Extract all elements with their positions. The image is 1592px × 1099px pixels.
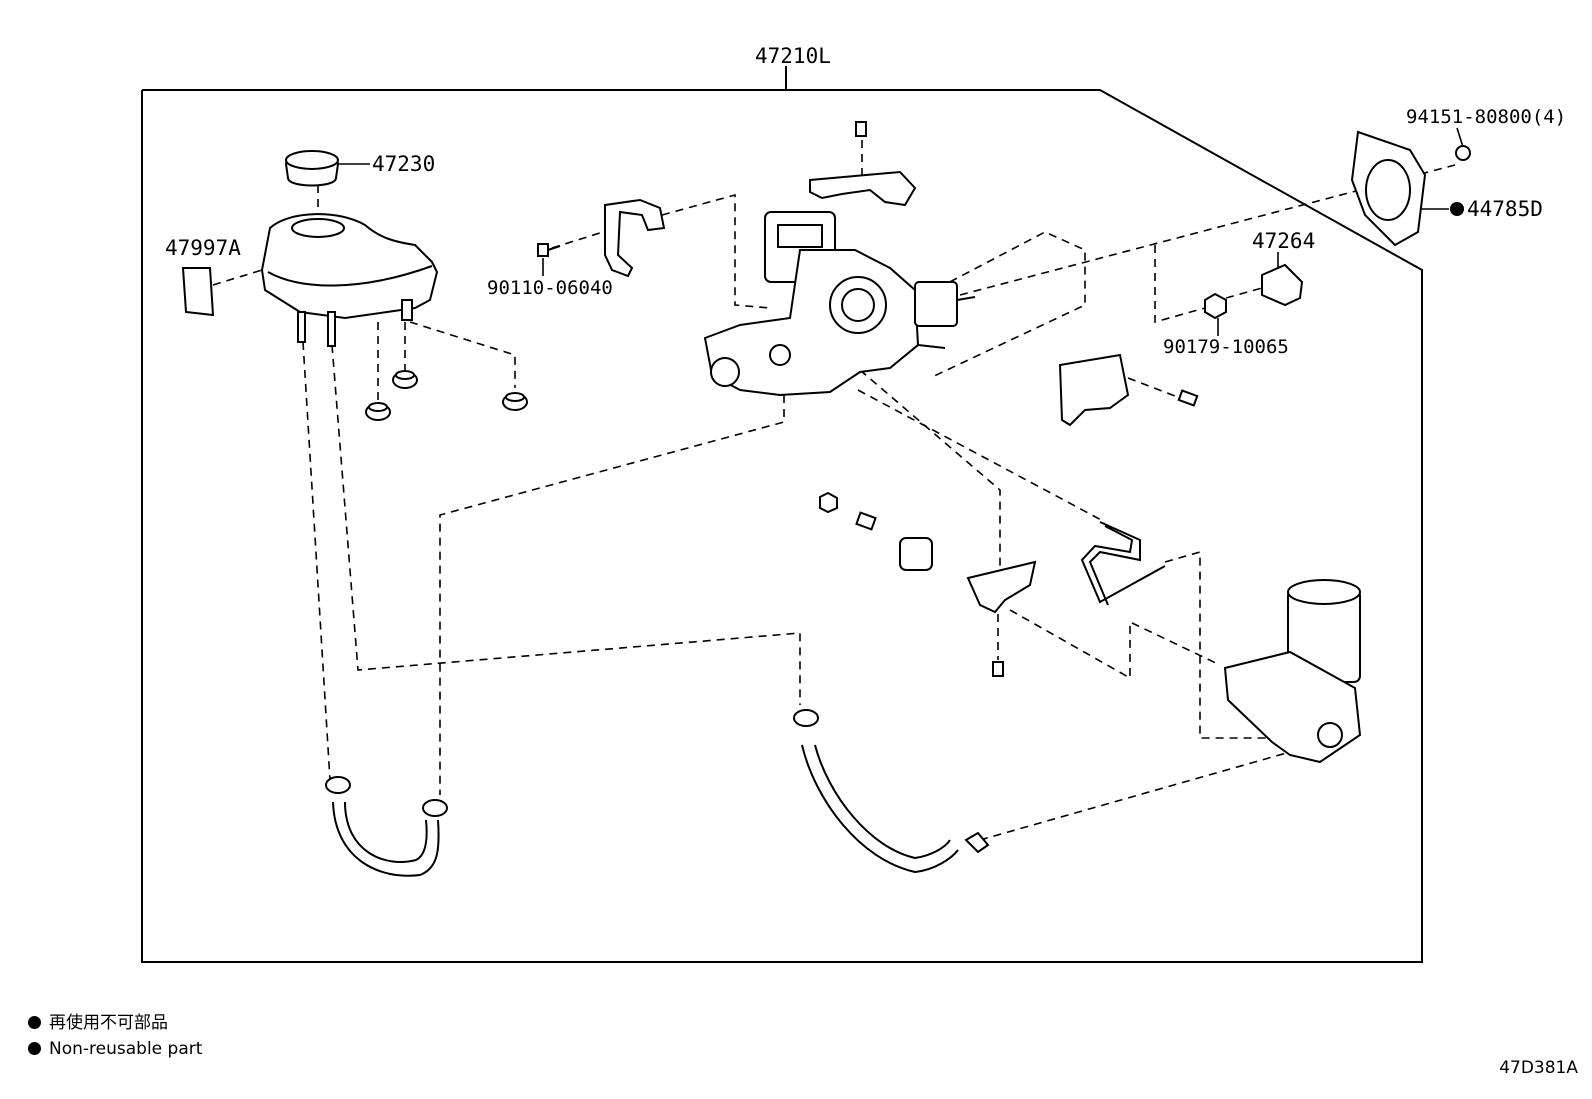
master-cylinder-icon [703, 211, 976, 397]
part-number-nut: 94151-80800(4) [1406, 106, 1566, 128]
part-number-bolt-b: 90179-10065 [1163, 336, 1289, 358]
brake-fluid-reservoir-icon [260, 213, 439, 347]
part-number-cap: 47230 [372, 152, 435, 176]
legend-item-english: Non-reusable part [28, 1038, 202, 1060]
nut-90179-icon [1204, 292, 1227, 320]
assembly-frame [141, 89, 1423, 963]
center-small-parts-icon [819, 491, 1037, 677]
bolt-icon [537, 243, 561, 257]
bracket-right-icon [1058, 353, 1199, 427]
legend-text: 再使用不可部品 [49, 1013, 168, 1033]
bullet-icon [28, 1042, 41, 1055]
legend-item-japanese: 再使用不可部品 [28, 1012, 168, 1034]
dashed-guides [212, 140, 1456, 841]
label-sticker-icon [181, 267, 215, 317]
part-number-label: 47997A [165, 236, 241, 260]
part-number-bracket: 47264 [1252, 229, 1315, 253]
bullet-icon [28, 1016, 41, 1029]
part-number-bolt-a: 90110-06040 [487, 277, 613, 299]
grommet-icons [365, 370, 528, 421]
gasket-icon [1350, 130, 1427, 247]
hose-left-icon [325, 776, 448, 877]
nut-icon [1455, 145, 1471, 161]
pump-motor-icon [1223, 579, 1362, 764]
reservoir-cap-icon [284, 150, 340, 187]
bracket-47264-icon [1261, 263, 1304, 307]
bracket-left-icon [604, 198, 666, 278]
legend-text: Non-reusable part [49, 1039, 203, 1059]
diagram-code: 47D381A [1499, 1058, 1578, 1078]
part-number-assembly: 47210L [755, 44, 831, 68]
non-reusable-marker [1450, 202, 1464, 216]
brake-pipe-icon [1080, 521, 1166, 606]
part-number-gasket: 44785D [1467, 197, 1543, 221]
hose-center-icon [793, 709, 990, 874]
top-bracket-icon [809, 121, 917, 207]
